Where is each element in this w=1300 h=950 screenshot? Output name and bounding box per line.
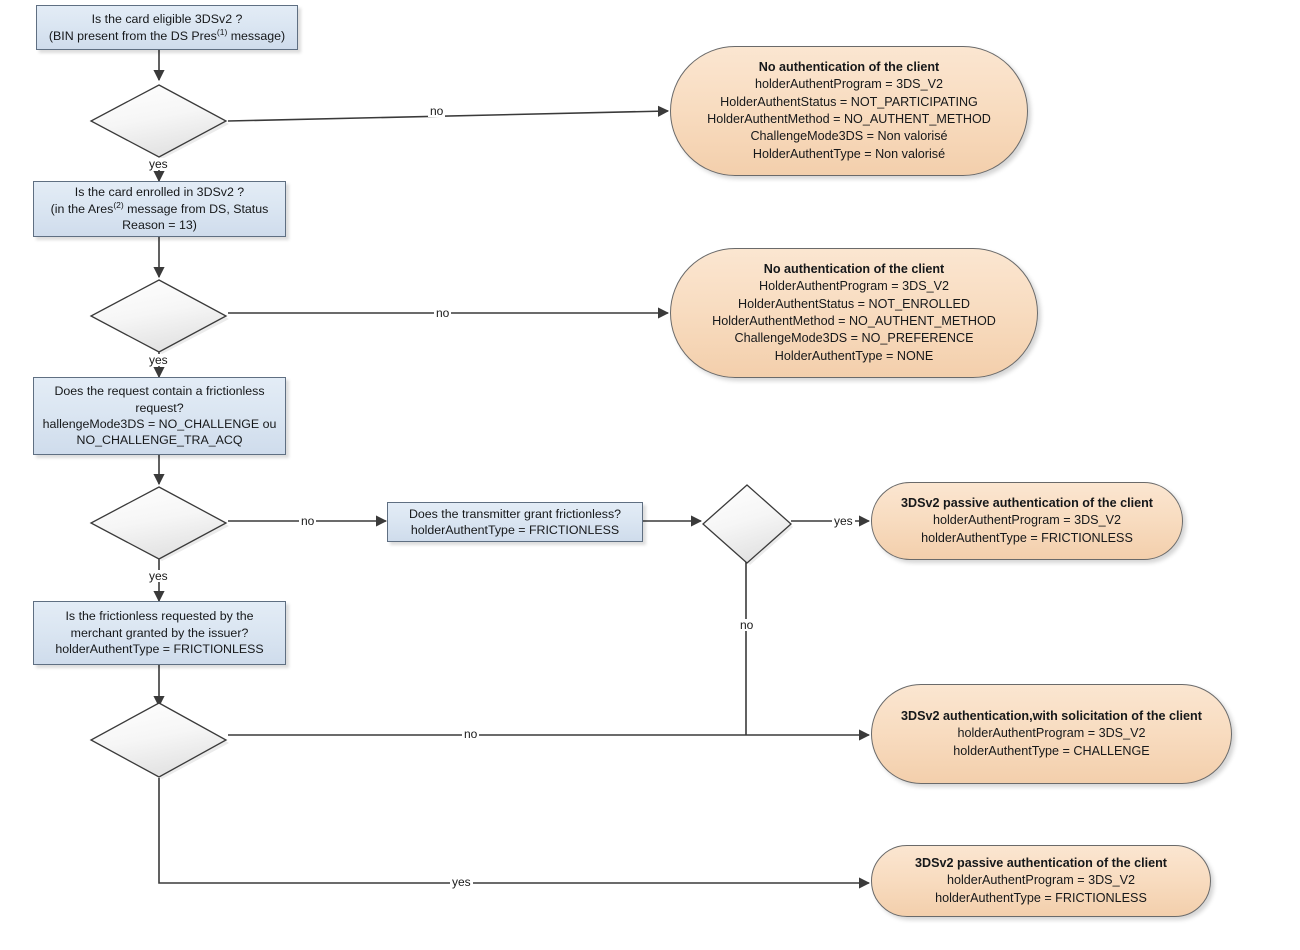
process-q2-line3: Reason = 13) <box>122 218 197 233</box>
edge-label-d4-yes: yes <box>832 514 855 528</box>
terminator-out4-line-0: holderAuthentProgram = 3DS_V2 <box>957 726 1146 741</box>
terminator-out4-line-1: holderAuthentType = CHALLENGE <box>953 743 1150 758</box>
edge-label-d1-no: no <box>428 104 446 118</box>
process-q4-line2: holderAuthentType = FRICTIONLESS <box>410 523 620 537</box>
edge-label-d2-no: no <box>434 306 452 320</box>
terminator-out1-line-1: HolderAuthentStatus = NOT_PARTICIPATING <box>720 94 978 109</box>
terminator-out2-line-4: HolderAuthentType = NONE <box>774 348 934 363</box>
process-q1[interactable]: Is the card eligible 3DSv2 ? (BIN presen… <box>36 5 298 50</box>
terminator-out5[interactable]: 3DSv2 passive authentication of the clie… <box>871 845 1211 917</box>
terminator-out2-header: No authentication of the client <box>763 261 945 276</box>
terminator-out2-line-2: HolderAuthentMethod = NO_AUTHENT_METHOD <box>712 314 996 328</box>
process-q3-line4: NO_CHALLENGE_TRA_ACQ <box>76 433 243 448</box>
process-q3[interactable]: Does the request contain a frictionless … <box>33 377 286 455</box>
decision-d2[interactable] <box>88 277 230 355</box>
process-q5-line3: holderAuthentType = FRICTIONLESS <box>55 642 264 657</box>
terminator-out5-line-0: holderAuthentProgram = 3DS_V2 <box>947 873 1135 888</box>
process-q5-line1: Is the frictionless requested by the <box>65 609 254 624</box>
terminator-out1[interactable]: No authentication of the client holderAu… <box>670 46 1028 176</box>
terminator-out1-line-2: HolderAuthentMethod = NO_AUTHENT_METHOD <box>707 112 991 126</box>
process-q3-line1: Does the request contain a frictionless <box>54 384 265 399</box>
decision-d3[interactable] <box>88 484 230 562</box>
process-q3-line3: hallengeMode3DS = NO_CHALLENGE ou <box>42 417 277 431</box>
decision-d5[interactable] <box>88 700 230 780</box>
edge-label-d5-yes: yes <box>450 875 473 889</box>
process-q5[interactable]: Is the frictionless requested by the mer… <box>33 601 286 665</box>
terminator-out1-line-0: holderAuthentProgram = 3DS_V2 <box>755 77 943 92</box>
process-q2-line2: (in the Ares(2) message from DS, Status <box>50 199 269 216</box>
terminator-out3[interactable]: 3DSv2 passive authentication of the clie… <box>871 482 1183 560</box>
terminator-out4-header: 3DSv2 authentication,with solicitation o… <box>901 708 1202 723</box>
terminator-out1-header: No authentication of the client <box>758 59 940 74</box>
process-q1-line2: (BIN present from the DS Pres(1) message… <box>48 26 286 43</box>
terminator-out3-line-0: holderAuthentProgram = 3DS_V2 <box>933 513 1121 528</box>
edge-d1-no-out1 <box>227 105 670 122</box>
process-q5-line2: merchant granted by the issuer? <box>70 625 249 640</box>
process-q2-line1: Is the card enrolled in 3DSv2 ? <box>74 185 245 200</box>
process-q3-line2: request? <box>135 400 184 415</box>
edge-d5-yes-out5 <box>158 778 871 889</box>
terminator-out1-line-4: HolderAuthentType = Non valorisé <box>752 146 946 161</box>
terminator-out2-line-1: HolderAuthentStatus = NOT_ENROLLED <box>737 296 971 311</box>
decision-d4[interactable] <box>700 482 794 566</box>
decision-d1[interactable] <box>88 82 230 160</box>
terminator-out4[interactable]: 3DSv2 authentication,with solicitation o… <box>871 684 1232 784</box>
edge-label-d2-yes: yes <box>147 353 170 367</box>
edge-label-d4-no: no <box>738 618 756 632</box>
footnote-ref-2: (2) <box>113 199 124 210</box>
terminator-out2-line-0: HolderAuthentProgram = 3DS_V2 <box>758 279 950 294</box>
edge-label-d3-yes: yes <box>147 569 170 583</box>
process-q4-line1: Does the transmitter grant frictionless? <box>408 506 622 521</box>
terminator-out2[interactable]: No authentication of the client HolderAu… <box>670 248 1038 378</box>
process-q1-line1: Is the card eligible 3DSv2 ? <box>91 12 243 27</box>
terminator-out1-line-3: ChallengeMode3DS = Non valorisé <box>750 129 948 144</box>
process-q2[interactable]: Is the card enrolled in 3DSv2 ? (in the … <box>33 181 286 237</box>
terminator-out2-line-3: ChallengeMode3DS = NO_PREFERENCE <box>734 331 974 346</box>
terminator-out3-header: 3DSv2 passive authentication of the clie… <box>901 495 1153 510</box>
terminator-out5-header: 3DSv2 passive authentication of the clie… <box>915 855 1167 870</box>
edge-label-d5-no: no <box>462 727 480 741</box>
edge-label-d1-yes: yes <box>147 157 170 171</box>
edge-label-d3-no: no <box>299 514 317 528</box>
terminator-out5-line-1: holderAuthentType = FRICTIONLESS <box>935 890 1147 905</box>
footnote-ref-1: (1) <box>216 26 228 37</box>
terminator-out3-line-1: holderAuthentType = FRICTIONLESS <box>921 530 1133 545</box>
process-q4[interactable]: Does the transmitter grant frictionless?… <box>387 502 643 542</box>
